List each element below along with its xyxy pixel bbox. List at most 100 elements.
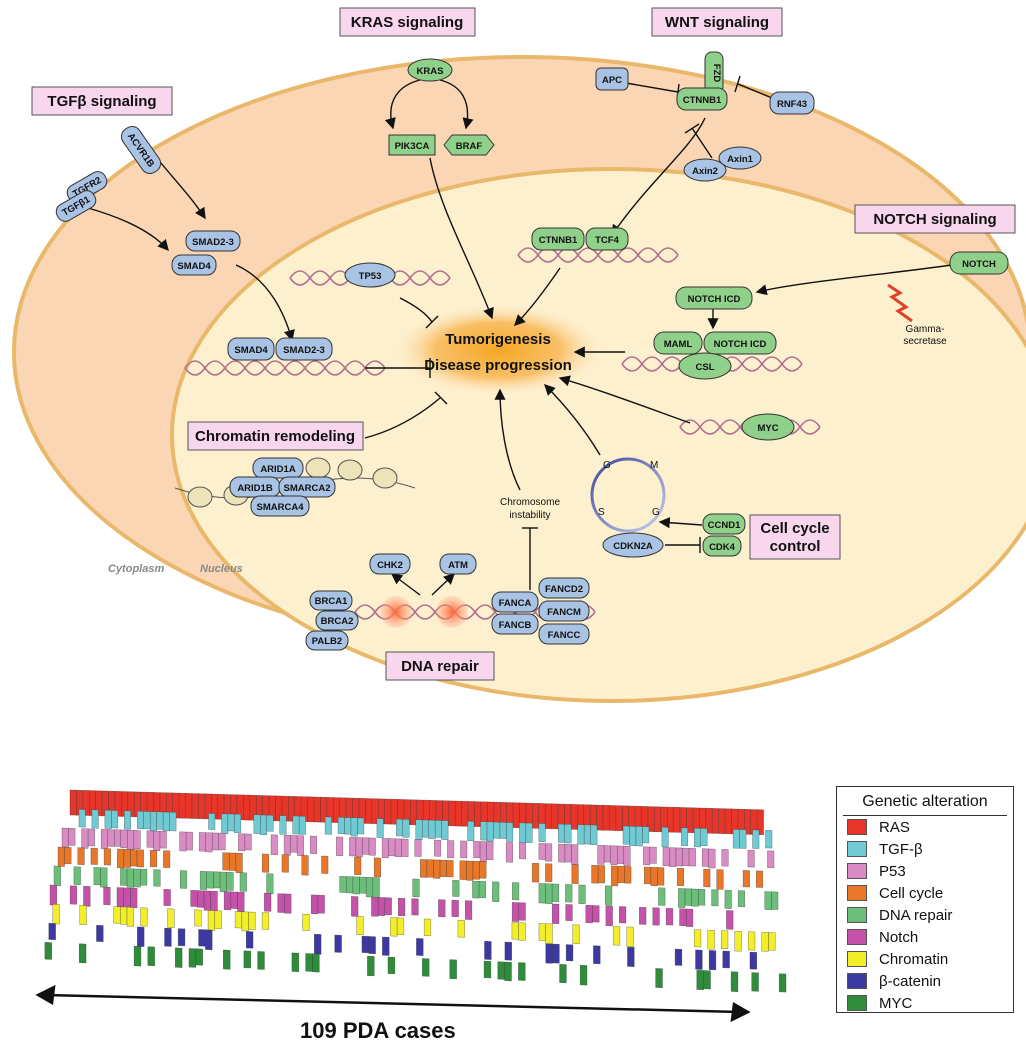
legend-item: Notch <box>837 926 1013 948</box>
landscape-bar <box>361 935 369 953</box>
landscape-bar <box>751 972 759 992</box>
svg-text:CTNNB1: CTNNB1 <box>683 95 722 106</box>
legend-label: β-catenin <box>879 972 941 990</box>
landscape-bar <box>120 829 128 849</box>
landscape-bar <box>617 865 625 884</box>
landscape-bar <box>712 808 719 834</box>
landscape-bar <box>564 844 572 863</box>
landscape-bar <box>613 926 621 946</box>
landscape-bar <box>163 889 171 906</box>
landscape-bar <box>571 844 579 865</box>
landscape-bar <box>532 863 540 883</box>
landscape-bar <box>626 926 634 947</box>
landscape-bar <box>352 876 360 895</box>
gene-maml: MAML <box>653 331 703 355</box>
landscape-bar <box>354 856 362 876</box>
gamma-label-1: Gamma- <box>906 324 945 335</box>
landscape-bar <box>570 804 578 830</box>
landscape-bar <box>266 873 274 895</box>
landscape-bar <box>493 821 501 839</box>
gene-notch-icd-nuc: NOTCH ICD <box>703 331 777 355</box>
landscape-bar <box>597 865 605 884</box>
landscape-bar <box>69 885 77 905</box>
landscape-bar <box>120 906 128 925</box>
landscape-bar <box>96 925 104 942</box>
landscape-bar <box>682 847 690 866</box>
landscape-bar <box>140 907 148 927</box>
landscape-bar <box>49 884 57 906</box>
landscape-bar <box>677 867 684 887</box>
landscape-bar <box>79 943 87 964</box>
landscape-bar <box>565 884 573 903</box>
landscape-bar <box>504 941 512 961</box>
gene-notch-icd-cyto: NOTCH ICD <box>675 286 753 310</box>
landscape-bar <box>371 896 379 917</box>
landscape-bar <box>452 880 460 897</box>
landscape-bar <box>180 870 187 889</box>
gamma-secretase-icon <box>887 283 913 323</box>
landscape-bar <box>87 828 95 847</box>
landscape-bar <box>479 861 487 879</box>
legend-label: Notch <box>879 928 919 946</box>
landscape-bar <box>376 818 384 838</box>
landscape-bar <box>199 871 207 890</box>
landscape-bar <box>384 798 392 825</box>
landscape-bar <box>739 829 747 849</box>
landscape-bar <box>223 949 231 970</box>
dna-break-1 <box>380 596 412 628</box>
landscape-bar <box>270 834 278 856</box>
dna-break-2 <box>436 596 468 628</box>
landscape-bar <box>649 846 657 864</box>
landscape-bar <box>593 945 601 965</box>
landscape-bar <box>244 833 252 851</box>
landscape-bar <box>147 946 155 967</box>
landscape-bar <box>566 944 574 962</box>
landscape-bar <box>156 811 164 830</box>
gene-ccnd1: CCND1 <box>702 513 746 535</box>
pathway-arrows <box>87 75 953 596</box>
landscape-bar <box>266 814 274 832</box>
landscape-bar <box>284 893 292 914</box>
landscape-bar <box>673 807 681 833</box>
landscape-bar <box>133 830 141 849</box>
landscape-bar <box>748 931 756 951</box>
landscape-bar <box>212 832 219 851</box>
landscape-bar <box>188 948 196 968</box>
landscape-bar <box>451 899 459 917</box>
landscape-bar <box>396 917 405 935</box>
landscape-bar <box>246 931 254 949</box>
kras-signaling-title: KRAS signaling <box>339 7 476 37</box>
landscape-bar <box>260 814 267 835</box>
landscape-bar <box>123 849 131 868</box>
landscape-bar <box>654 806 661 833</box>
landscape-bar <box>411 898 419 916</box>
landscape-bar <box>163 850 171 868</box>
gene-myc: MYC <box>741 413 795 441</box>
landscape-bar <box>457 920 465 938</box>
landscape-bar <box>292 815 300 835</box>
landscape-bar <box>185 793 193 819</box>
landscape-bar <box>381 838 389 859</box>
landscape-bar <box>610 845 618 865</box>
landscape-bar <box>732 829 740 849</box>
gene-apc: APC <box>595 67 629 91</box>
landscape-bar <box>130 849 138 867</box>
landscape-bar <box>334 934 342 953</box>
landscape-bar <box>678 888 686 908</box>
landscape-bar <box>749 951 757 970</box>
landscape-bar <box>558 843 566 863</box>
landscape-bar <box>565 904 573 921</box>
gamma-label-2: secretase <box>903 336 947 347</box>
svg-text:CCND1: CCND1 <box>708 520 741 531</box>
landscape-bar <box>722 950 730 969</box>
landscape-bar <box>222 852 230 871</box>
landscape-bar <box>721 930 729 950</box>
landscape-bar <box>234 911 242 929</box>
landscape-bar <box>674 948 683 966</box>
landscape-bar <box>652 907 660 926</box>
landscape-bar <box>362 837 370 855</box>
landscape-bar <box>374 857 381 878</box>
gene-smad4-nuc: SMAD4 <box>227 337 275 361</box>
landscape-bar <box>390 917 398 937</box>
